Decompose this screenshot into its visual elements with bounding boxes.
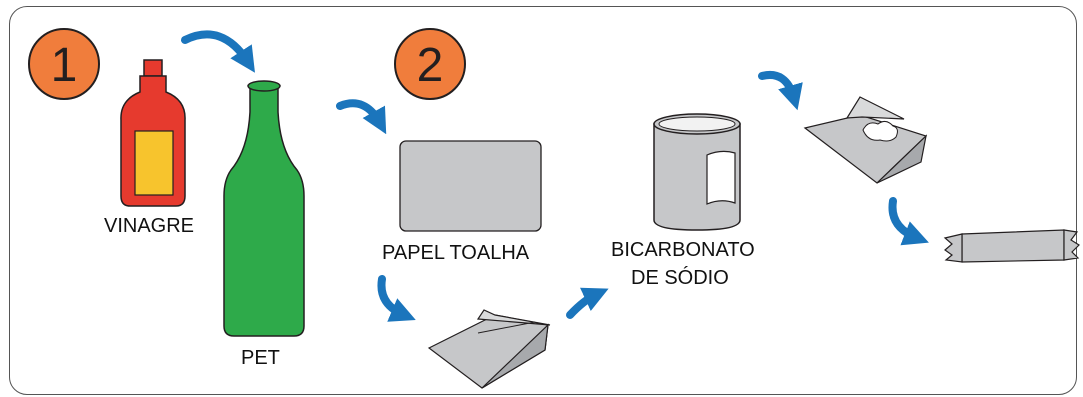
arrow-pet-to-paper bbox=[336, 99, 387, 135]
step-2-badge: 2 bbox=[394, 28, 466, 100]
pet-label: PET bbox=[241, 347, 280, 369]
arrow-fold-to-can bbox=[566, 287, 609, 319]
paper-with-bicarbonate bbox=[803, 96, 928, 184]
pet-bottle bbox=[223, 80, 305, 337]
step-1-badge: 1 bbox=[28, 28, 100, 100]
bicarbonate-label-line1: BICARBONATO bbox=[611, 239, 755, 261]
svg-text:1: 1 bbox=[51, 39, 78, 92]
bicarbonate-label-line2: DE SÓDIO bbox=[631, 267, 729, 289]
arrow-open-to-wrapped bbox=[888, 197, 929, 246]
folded-paper bbox=[427, 309, 551, 389]
bicarbonate-can bbox=[653, 113, 741, 231]
svg-text:2: 2 bbox=[417, 39, 444, 92]
paper-towel-sheet bbox=[399, 140, 542, 232]
vinegar-label: VINAGRE bbox=[104, 215, 195, 237]
arrow-vinegar-to-pet bbox=[181, 30, 255, 73]
arrow-can-to-open-paper bbox=[758, 71, 803, 111]
paper-towel-label: PAPEL TOALHA bbox=[382, 242, 530, 264]
arrow-paper-to-fold bbox=[377, 275, 416, 322]
vinegar-bottle bbox=[120, 59, 186, 207]
wrapped-paper bbox=[943, 229, 1080, 263]
